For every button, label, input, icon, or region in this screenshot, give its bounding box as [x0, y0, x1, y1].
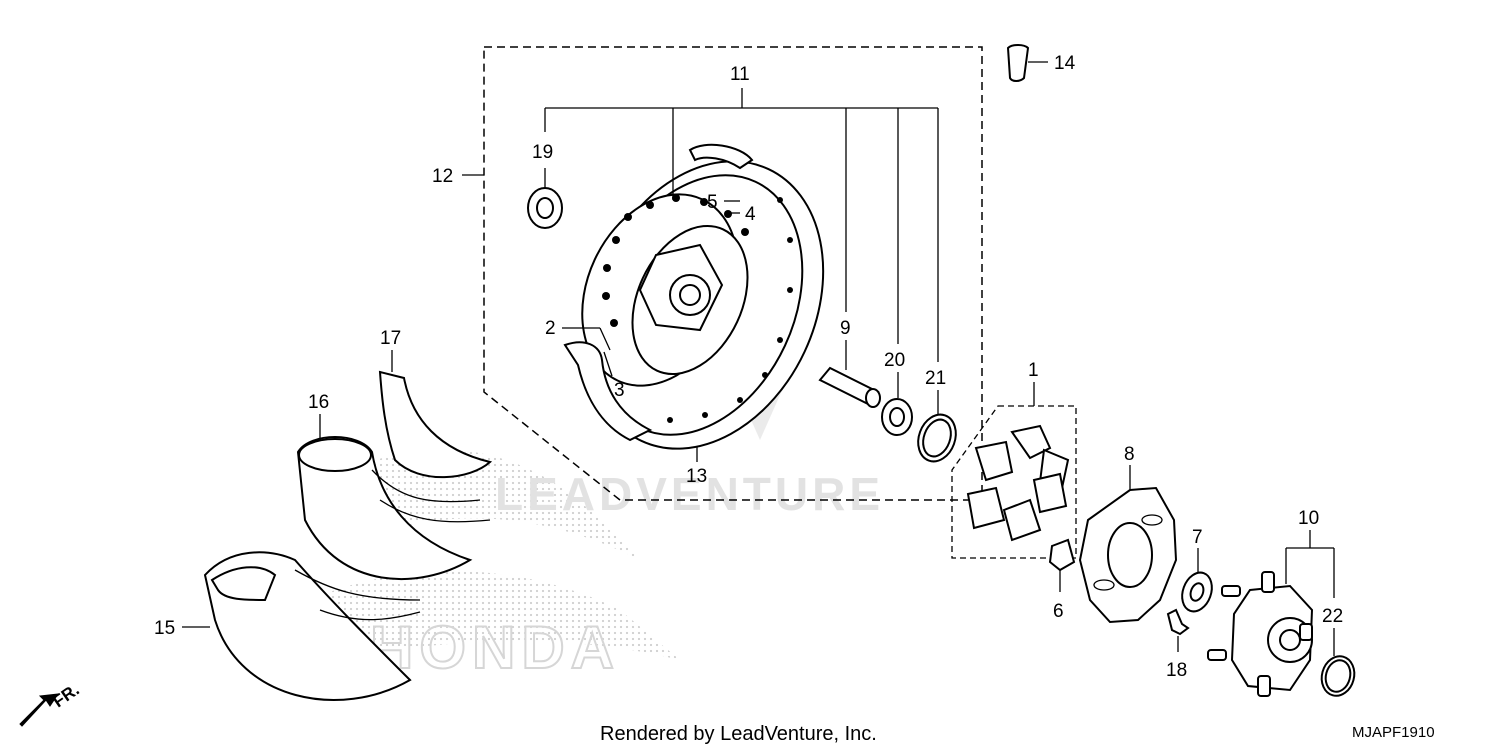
- front-direction-arrow: FR.: [19, 680, 83, 727]
- watermark-brand: LEADVENTURE: [495, 468, 884, 520]
- callout-3: 3: [614, 380, 625, 401]
- callouts: 1 2 3 4 5 6 7 8 9 10 11 12 13 14 15 16 1…: [154, 53, 1343, 681]
- oring-22-part: [1320, 655, 1356, 697]
- callout-22: 22: [1322, 606, 1343, 627]
- callout-9: 9: [840, 318, 851, 339]
- bolt-part: [1166, 608, 1190, 636]
- watermark-logo: HONDA: [370, 614, 620, 681]
- callout-18: 18: [1166, 660, 1187, 681]
- callout-6: 6: [1053, 601, 1064, 622]
- damper-rubber-part: [966, 424, 1070, 542]
- callout-1: 1: [1028, 360, 1039, 381]
- callout-20: 20: [884, 350, 905, 371]
- collar-part: [818, 366, 881, 408]
- nut-part: [1048, 538, 1076, 572]
- inner-tube-part: [296, 436, 491, 581]
- hub-part: [1207, 571, 1314, 697]
- callout-13: 13: [686, 466, 707, 487]
- bearing-20-part: [881, 398, 913, 436]
- driven-flange-part: [1078, 486, 1178, 624]
- callout-14: 14: [1054, 53, 1076, 74]
- callout-2: 2: [545, 318, 556, 339]
- callout-19: 19: [532, 142, 553, 163]
- callout-10: 10: [1298, 508, 1319, 529]
- rim-band-part: [378, 370, 493, 479]
- callout-15: 15: [154, 618, 175, 639]
- callout-12: 12: [432, 166, 453, 187]
- washer-part: [1181, 571, 1213, 613]
- bearing-19-part: [527, 187, 563, 229]
- diagram-code: MJAPF1910: [1352, 724, 1435, 741]
- callout-5: 5: [707, 192, 718, 213]
- callout-8: 8: [1124, 444, 1135, 465]
- rear-wheel: [563, 143, 825, 450]
- oring-21-part: [917, 413, 957, 463]
- front-direction-label: FR.: [49, 680, 82, 711]
- footer-credit: Rendered by LeadVenture, Inc.: [600, 723, 877, 745]
- valve-cap-part: [1006, 44, 1030, 82]
- damper-assembly-group-box: [951, 405, 1077, 559]
- callout-7: 7: [1192, 527, 1203, 548]
- callout-17: 17: [380, 328, 401, 349]
- tire-part: [203, 551, 421, 701]
- leader-lines: [182, 61, 1335, 656]
- callout-16: 16: [308, 392, 329, 413]
- callout-21: 21: [925, 368, 946, 389]
- callout-4: 4: [745, 204, 756, 225]
- callout-11: 11: [730, 64, 750, 85]
- wheel-assembly-group-box: [483, 46, 983, 501]
